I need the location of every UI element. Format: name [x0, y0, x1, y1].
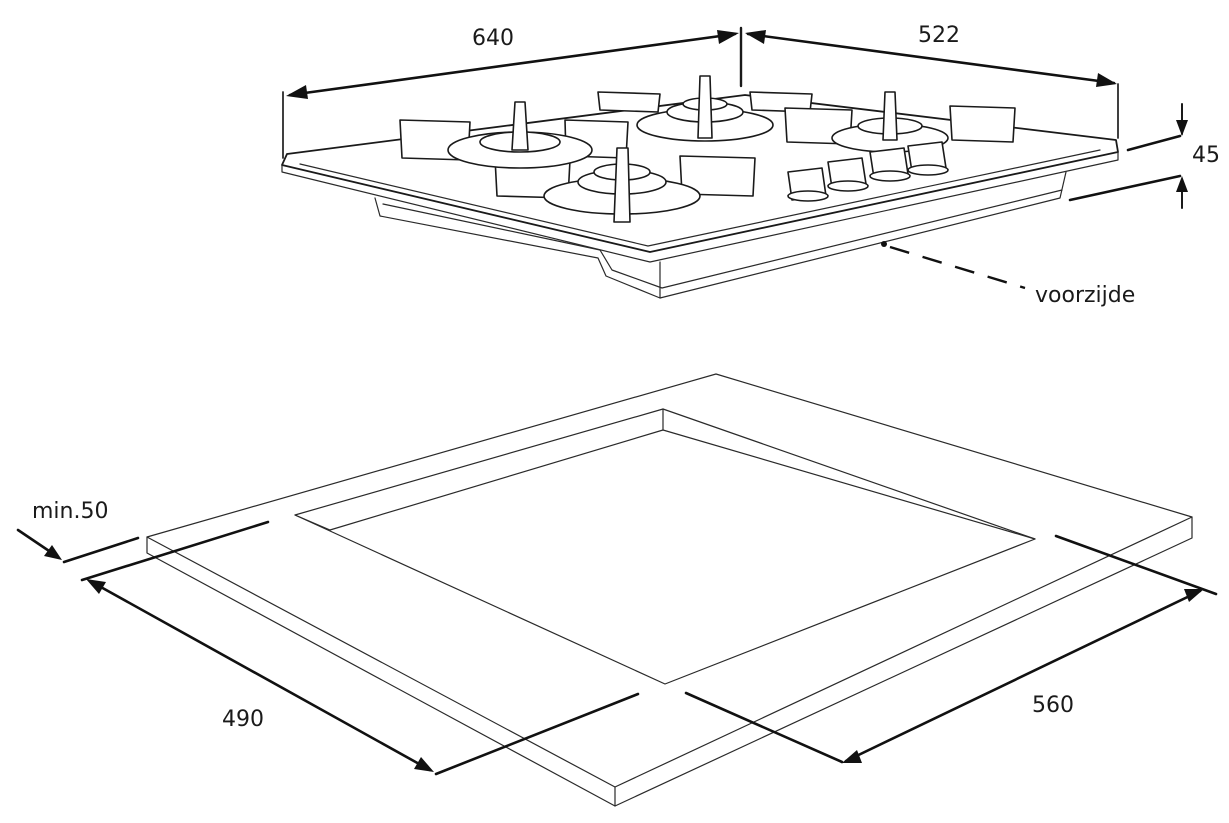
dimension-hob-height: [1068, 103, 1188, 209]
min-margin-label: min.50: [32, 499, 108, 524]
cutout-width-label: 560: [1032, 693, 1074, 718]
worktop-cutout-illustration: [146, 373, 1193, 807]
dimension-hob-width: [282, 30, 739, 159]
hob-height-label: 45: [1192, 143, 1220, 168]
hob-depth-label: 522: [918, 23, 960, 48]
gas-hob-illustration: [281, 75, 1119, 299]
dimension-cutout-depth: [80, 520, 640, 776]
cutout-depth-label: 490: [222, 707, 264, 732]
front-label: voorzijde: [1035, 283, 1135, 308]
dimension-min-margin: [16, 528, 140, 564]
front-indicator: [889, 245, 1026, 290]
hob-width-label: 640: [472, 26, 514, 51]
control-knobs: [787, 141, 949, 202]
burners: [447, 75, 949, 223]
dimension-cutout-width: [684, 534, 1218, 764]
dimension-hob-depth: [745, 30, 1119, 139]
